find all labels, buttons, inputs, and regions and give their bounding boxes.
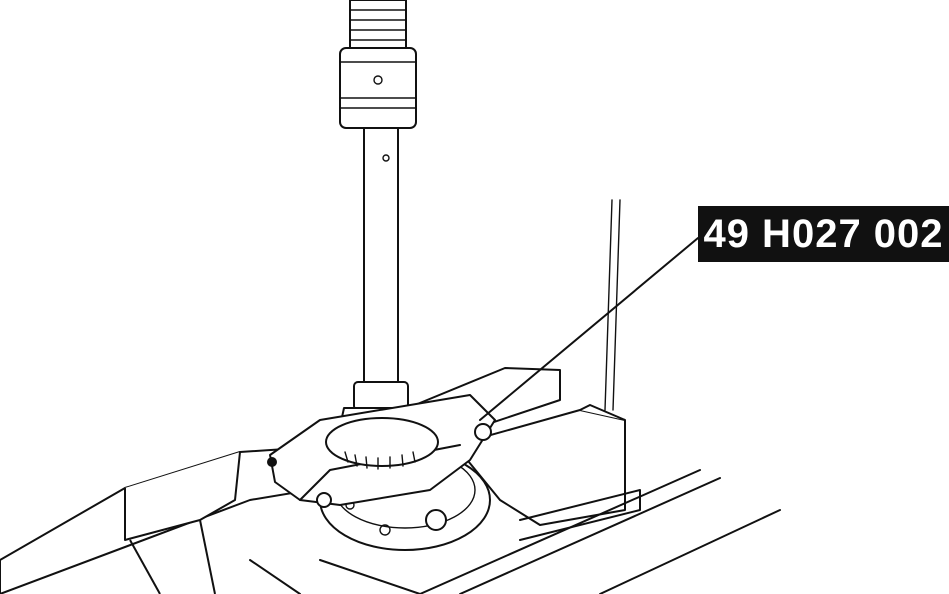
- part-number-callout: 49 H027 002: [698, 206, 949, 262]
- remover-tool: [335, 0, 429, 446]
- clamp-collar: [267, 394, 496, 508]
- leader-line: [479, 237, 699, 421]
